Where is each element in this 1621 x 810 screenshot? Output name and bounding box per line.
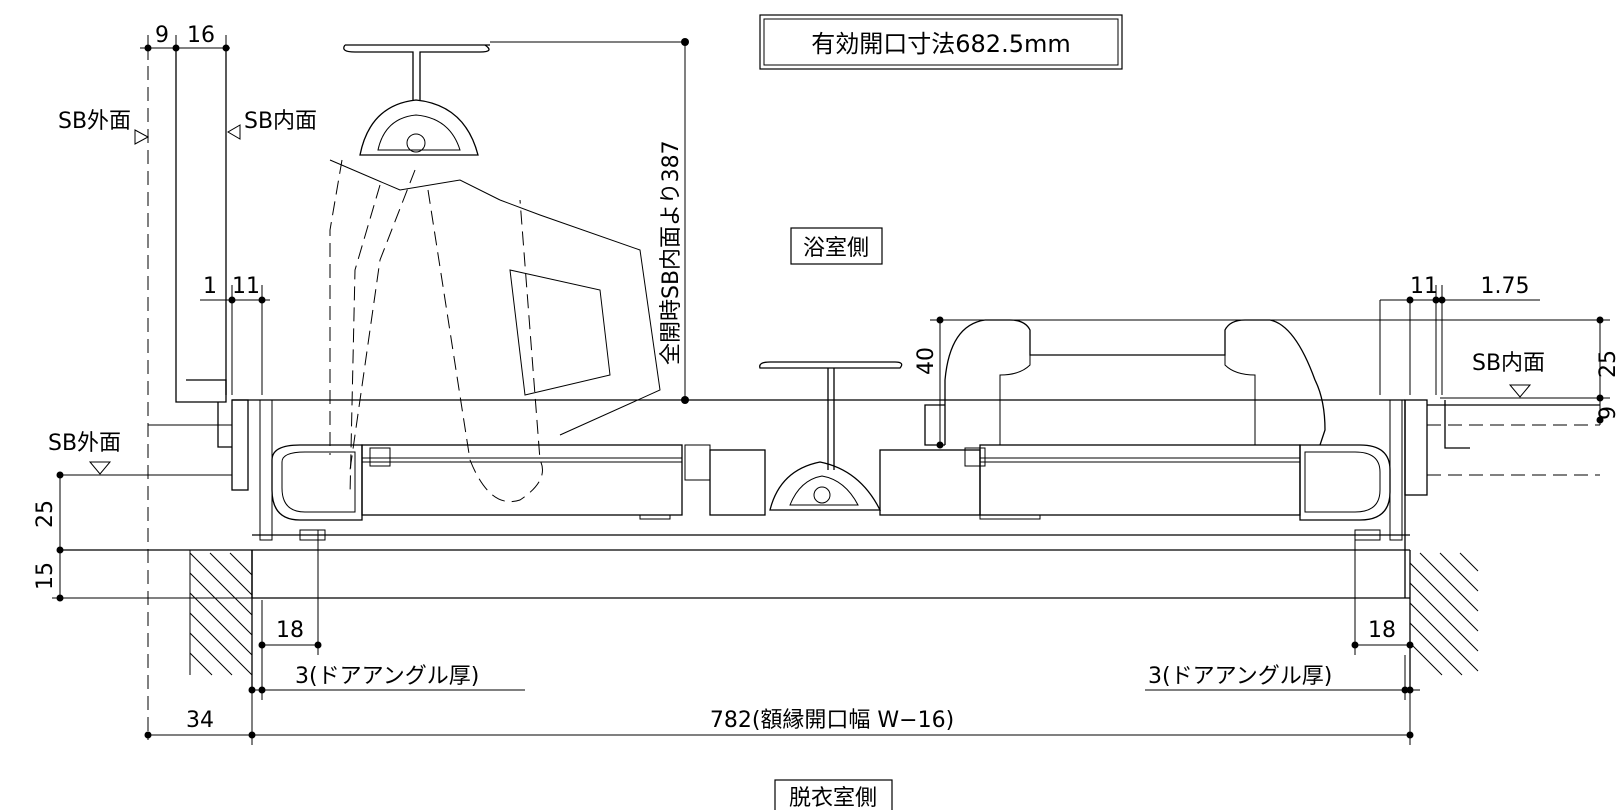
open-door-phantom bbox=[329, 44, 661, 502]
svg-text:18: 18 bbox=[276, 618, 304, 643]
svg-text:9: 9 bbox=[1596, 406, 1621, 420]
dim-25-9-right: 25 9 bbox=[1440, 316, 1621, 425]
sb-inner-right-label: SB内面 bbox=[1472, 351, 1545, 376]
dim-34-782: 34 782(額縁開口幅 W−16) bbox=[144, 690, 1414, 745]
svg-text:15: 15 bbox=[33, 562, 58, 590]
sb-outer-left-label: SB外面 bbox=[48, 431, 121, 456]
bath-side-label: 浴室側 bbox=[803, 236, 869, 261]
svg-text:40: 40 bbox=[914, 347, 939, 375]
left-wall-sb bbox=[147, 45, 249, 740]
dressing-side-label-box: 脱衣室側 bbox=[774, 779, 893, 810]
svg-text:11: 11 bbox=[1410, 274, 1438, 299]
effective-opening-label: 有効開口寸法682.5mm bbox=[811, 30, 1070, 58]
door-frame bbox=[60, 399, 1410, 599]
door-pull-handle bbox=[924, 319, 1326, 446]
dim-25-15-left: 25 15 bbox=[33, 471, 252, 602]
svg-text:18: 18 bbox=[1368, 618, 1396, 643]
svg-text:11: 11 bbox=[232, 274, 260, 299]
bath-side-label-box: 浴室側 bbox=[790, 227, 883, 265]
svg-text:34: 34 bbox=[186, 708, 214, 733]
dressing-side-label: 脱衣室側 bbox=[789, 786, 877, 810]
dim-11-175-right: 11 1.75 bbox=[1380, 274, 1540, 395]
dim-1-11-left: 1 11 bbox=[200, 274, 270, 395]
left-hatch-wall bbox=[189, 550, 253, 690]
sb-inner-top-label: SB内面 bbox=[244, 109, 317, 134]
dim-18-right: 18 bbox=[1351, 530, 1414, 655]
right-hatch-wall bbox=[1409, 550, 1479, 690]
dim-9-16: 9 16 bbox=[140, 23, 230, 60]
effective-opening-box: 有効開口寸法682.5mm bbox=[759, 14, 1123, 70]
svg-text:3(ドアアングル厚): 3(ドアアングル厚) bbox=[1148, 664, 1332, 689]
svg-text:1: 1 bbox=[203, 274, 217, 299]
svg-text:25: 25 bbox=[1596, 350, 1621, 378]
frame-width-label: 782(額縁開口幅 W−16) bbox=[710, 708, 954, 733]
right-wall-sb bbox=[1379, 300, 1600, 496]
dim-40: 40 bbox=[914, 316, 1610, 449]
svg-text:16: 16 bbox=[187, 23, 215, 48]
sb-outer-top-label: SB外面 bbox=[58, 109, 131, 134]
dim-18-left: 18 bbox=[258, 530, 322, 655]
door-angle-right: 3(ドアアングル厚) bbox=[1145, 655, 1420, 700]
full-open-note: 全開時SB内面より387 bbox=[659, 140, 684, 365]
door-angle-left: 3(ドアアングル厚) bbox=[248, 655, 525, 700]
svg-text:1.75: 1.75 bbox=[1481, 274, 1530, 299]
svg-text:3(ドアアングル厚): 3(ドアアングル厚) bbox=[295, 664, 479, 689]
closed-door-panels bbox=[271, 361, 1391, 541]
svg-text:9: 9 bbox=[155, 23, 169, 48]
svg-text:25: 25 bbox=[33, 500, 58, 528]
